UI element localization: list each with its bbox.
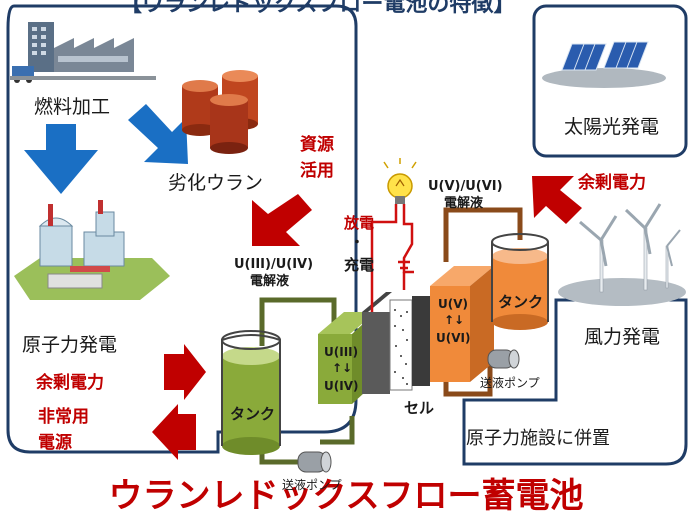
tank-left <box>221 330 281 455</box>
tank-right <box>491 233 549 330</box>
tank-left-label: タンク <box>230 405 276 423</box>
tank-right-label: タンク <box>498 293 544 311</box>
right-panel-lower <box>462 298 688 466</box>
left-panel <box>6 4 358 454</box>
left-electrolyte-line1: U(III)/U(IV) <box>234 257 314 272</box>
pump-icon <box>487 349 520 369</box>
wind-turbine-icon <box>558 203 686 306</box>
red-arrow-resource <box>252 194 312 246</box>
depleted-uranium-label: 劣化ウラン <box>168 172 264 194</box>
pump-icon <box>297 451 332 473</box>
right-reaction-arrow: ↑↓ <box>444 313 465 327</box>
cell-membrane <box>362 292 430 394</box>
nuclear-plant-icon <box>14 200 170 300</box>
discharge-charge-dot: ・ <box>350 235 364 251</box>
emergency-power-line2: 電源 <box>38 433 72 453</box>
resource-use-line1: 資源 <box>300 135 334 155</box>
blue-arrow-down <box>24 124 98 194</box>
right-electrolyte-line2: 電解液 <box>444 196 484 211</box>
right-reaction-bottom: U(VI) <box>436 331 471 345</box>
left-reaction-top: U(III) <box>324 345 359 359</box>
light-bulb-icon <box>383 158 417 204</box>
left-electrolyte-line2: 電解液 <box>250 274 290 289</box>
right-electrolyte-line1: U(V)/U(VI) <box>428 179 503 194</box>
wind-power-label: 風力発電 <box>584 326 661 348</box>
right-reaction-top: U(V) <box>438 297 468 311</box>
surplus-power-right-label: 余剰電力 <box>578 173 646 193</box>
red-arrow-into-battery <box>164 344 206 400</box>
solar-power-label: 太陽光発電 <box>564 116 660 138</box>
pump-left-label: 送液ポンプ <box>282 478 342 492</box>
cell-label: セル <box>404 399 435 417</box>
factory-icon <box>10 22 156 83</box>
left-reaction-bottom: U(IV) <box>324 379 359 393</box>
top-banner: 【ウランレドックスフロー電池の特徴】 <box>120 0 516 17</box>
blue-arrow-diagonal <box>128 104 188 164</box>
resource-use-line2: 活用 <box>300 161 334 181</box>
discharge-label: 放電 <box>344 214 375 232</box>
electrolyte-piping-orange <box>443 207 523 397</box>
fuel-processing-label: 燃料加工 <box>34 96 111 118</box>
charge-label: 充電 <box>344 256 375 274</box>
surplus-power-left-label: 余剰電力 <box>36 373 104 393</box>
cell-positive-side <box>430 266 494 382</box>
red-arrow-out-battery <box>152 404 196 460</box>
title-text: ウランレドックスフロー蓄電池 <box>109 476 584 516</box>
nuclear-power-label: 原子力発電 <box>22 334 118 356</box>
pump-right-label: 送液ポンプ <box>480 376 540 390</box>
switch-icon <box>370 204 414 312</box>
emergency-power-line1: 非常用 <box>38 407 89 427</box>
colocated-label: 原子力施設に併置 <box>466 428 610 449</box>
red-arrow-surplus-right <box>532 176 582 224</box>
solar-panel-icon <box>542 41 666 88</box>
left-reaction-arrow: ↑↓ <box>332 361 353 375</box>
uranium-drums-icon <box>182 70 258 154</box>
